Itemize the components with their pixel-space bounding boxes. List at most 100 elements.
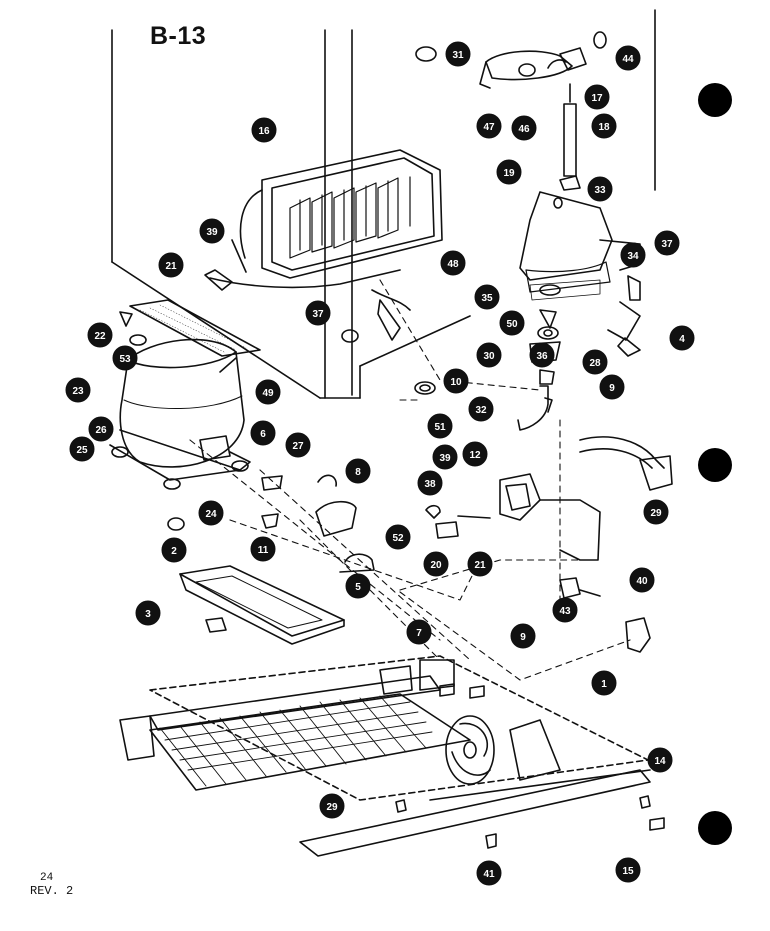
callout-33: 33 bbox=[587, 176, 613, 202]
svg-text:39: 39 bbox=[439, 453, 451, 464]
callout-24: 24 bbox=[198, 500, 224, 526]
callout-27: 27 bbox=[285, 432, 311, 458]
condenser-fan bbox=[445, 715, 495, 785]
callout-34: 34 bbox=[620, 242, 646, 268]
callout-2: 2 bbox=[161, 537, 187, 563]
svg-text:37: 37 bbox=[312, 309, 324, 320]
compressor bbox=[109, 311, 251, 531]
callout-53: 53 bbox=[112, 345, 138, 371]
svg-text:18: 18 bbox=[598, 122, 610, 133]
callout-25: 25 bbox=[69, 436, 95, 462]
svg-text:1: 1 bbox=[601, 679, 607, 690]
callout-4: 4 bbox=[669, 325, 695, 351]
svg-text:30: 30 bbox=[483, 351, 495, 362]
svg-text:12: 12 bbox=[469, 450, 481, 461]
callout-26: 26 bbox=[88, 416, 114, 442]
callout-40: 40 bbox=[629, 567, 655, 593]
svg-text:46: 46 bbox=[518, 124, 530, 135]
svg-text:16: 16 bbox=[258, 126, 270, 137]
water-valve-assembly bbox=[425, 473, 651, 653]
callout-37: 37 bbox=[305, 300, 331, 326]
svg-text:50: 50 bbox=[506, 319, 518, 330]
binder-holes bbox=[698, 83, 732, 845]
svg-text:38: 38 bbox=[424, 479, 436, 490]
drain-components bbox=[341, 289, 561, 431]
svg-text:21: 21 bbox=[474, 560, 486, 571]
callout-10: 10 bbox=[443, 368, 469, 394]
svg-text:28: 28 bbox=[589, 358, 601, 369]
callout-15: 15 bbox=[615, 857, 641, 883]
svg-text:17: 17 bbox=[591, 93, 603, 104]
callout-51: 51 bbox=[427, 413, 453, 439]
callout-12: 12 bbox=[462, 441, 488, 467]
callout-18: 18 bbox=[591, 113, 617, 139]
svg-text:23: 23 bbox=[72, 386, 84, 397]
svg-text:43: 43 bbox=[559, 606, 571, 617]
callout-39: 39 bbox=[432, 444, 458, 470]
svg-text:52: 52 bbox=[392, 533, 404, 544]
svg-text:27: 27 bbox=[292, 441, 304, 452]
callout-32: 32 bbox=[468, 396, 494, 422]
callout-6: 6 bbox=[250, 420, 276, 446]
svg-text:26: 26 bbox=[95, 425, 107, 436]
svg-text:24: 24 bbox=[205, 509, 217, 520]
svg-text:29: 29 bbox=[650, 508, 662, 519]
svg-text:51: 51 bbox=[434, 422, 446, 433]
callout-48: 48 bbox=[440, 250, 466, 276]
svg-text:37: 37 bbox=[661, 239, 673, 250]
cabinet-outline bbox=[111, 9, 656, 399]
callout-20: 20 bbox=[423, 551, 449, 577]
power-cord bbox=[579, 436, 673, 491]
callout-39: 39 bbox=[199, 218, 225, 244]
callout-50: 50 bbox=[499, 310, 525, 336]
callout-49: 49 bbox=[255, 379, 281, 405]
svg-text:49: 49 bbox=[262, 388, 274, 399]
callout-9: 9 bbox=[599, 374, 625, 400]
callout-14: 14 bbox=[647, 747, 673, 773]
callout-16: 16 bbox=[251, 117, 277, 143]
callout-31: 31 bbox=[445, 41, 471, 67]
svg-text:39: 39 bbox=[206, 227, 218, 238]
callout-52: 52 bbox=[385, 524, 411, 550]
callout-8: 8 bbox=[345, 458, 371, 484]
svg-text:3: 3 bbox=[145, 609, 151, 620]
callout-9: 9 bbox=[510, 623, 536, 649]
svg-text:53: 53 bbox=[119, 354, 131, 365]
svg-text:9: 9 bbox=[609, 383, 615, 394]
svg-text:33: 33 bbox=[594, 185, 606, 196]
svg-text:2: 2 bbox=[171, 546, 177, 557]
callout-23: 23 bbox=[65, 377, 91, 403]
svg-text:19: 19 bbox=[503, 168, 515, 179]
callout-28: 28 bbox=[582, 349, 608, 375]
callout-21: 21 bbox=[467, 551, 493, 577]
svg-text:31: 31 bbox=[452, 50, 464, 61]
condenser-base-frame bbox=[119, 655, 651, 857]
callout-3: 3 bbox=[135, 600, 161, 626]
callout-43: 43 bbox=[552, 597, 578, 623]
svg-text:29: 29 bbox=[326, 802, 338, 813]
svg-text:11: 11 bbox=[258, 545, 269, 556]
callout-17: 17 bbox=[584, 84, 610, 110]
svg-text:47: 47 bbox=[483, 122, 495, 133]
callout-37: 37 bbox=[654, 230, 680, 256]
relay-parts bbox=[261, 474, 375, 573]
svg-text:15: 15 bbox=[622, 866, 634, 877]
svg-text:5: 5 bbox=[355, 582, 361, 593]
svg-text:48: 48 bbox=[447, 259, 459, 270]
svg-text:32: 32 bbox=[475, 405, 487, 416]
svg-text:44: 44 bbox=[622, 54, 634, 65]
callout-21: 21 bbox=[158, 252, 184, 278]
callout-36: 36 bbox=[529, 342, 555, 368]
callout-41: 41 bbox=[476, 860, 502, 886]
callout-30: 30 bbox=[476, 342, 502, 368]
callout-29: 29 bbox=[643, 499, 669, 525]
callout-44: 44 bbox=[615, 45, 641, 71]
svg-text:6: 6 bbox=[260, 429, 266, 440]
callout-22: 22 bbox=[87, 322, 113, 348]
evaporator-cover bbox=[204, 149, 443, 291]
ice-chute-assembly bbox=[415, 31, 607, 191]
page-number: 24 bbox=[40, 872, 54, 884]
svg-text:22: 22 bbox=[94, 331, 106, 342]
